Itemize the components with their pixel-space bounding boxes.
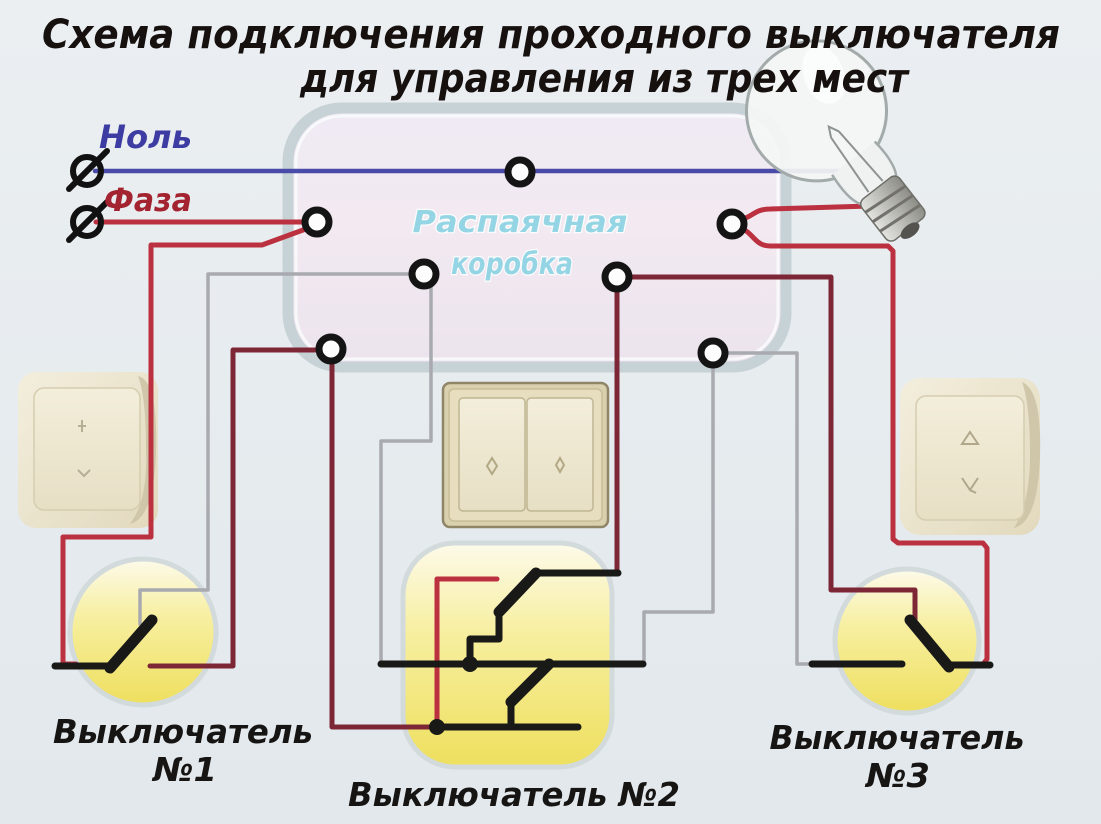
light-bulb-icon xyxy=(745,39,926,242)
wall-switch-3-mark-up xyxy=(960,430,980,445)
gray-wire-terminal7-to-switch3 xyxy=(714,351,817,666)
neutral-origin-circle xyxy=(70,154,104,188)
wall-switch-1 xyxy=(18,372,158,528)
wall-switch-1-rocker xyxy=(33,387,141,511)
junction-box-inner-highlight xyxy=(294,114,780,361)
junction-terminals xyxy=(301,156,748,369)
gray-wire-terminal7-to-switch2 xyxy=(642,354,715,664)
junction-node-dot-1 xyxy=(462,656,478,672)
wall-switch-1-mark-bottom xyxy=(77,469,91,478)
switch2-lower-lever xyxy=(505,658,555,708)
traveler-wires-gray xyxy=(138,272,817,666)
terminal-dot-mid-right xyxy=(601,261,633,293)
terminal-dot-neutral xyxy=(504,156,536,188)
bulb-filament xyxy=(827,124,884,193)
switch3-label-line2: №3 xyxy=(864,756,930,795)
switch3-label-line1: Выключатель xyxy=(770,718,1025,757)
wall-switch-2-rocker-right xyxy=(526,397,594,512)
neutral-origin-slash xyxy=(66,148,110,192)
switch-symbol-3-body xyxy=(832,566,982,716)
page-title-line1: Схема подключения проходного выключателя xyxy=(42,12,1060,58)
junction-node-dots xyxy=(429,656,478,735)
gray-wire-terminal4-to-switch1 xyxy=(138,272,422,626)
wall-switch-3-shadow-edge xyxy=(1014,382,1041,528)
wall-switch-2-mark-right xyxy=(554,455,566,475)
switch2-label: Выключатель №2 xyxy=(348,775,680,814)
maroon-wire-switch1-to-terminal6 xyxy=(147,347,330,669)
switch-labels: Выключатель №1 Выключатель №2 Выключател… xyxy=(53,712,1025,814)
maroon-wire-terminal6-to-switch2 xyxy=(329,350,435,730)
gray-wire-terminal4-to-switch2 xyxy=(379,276,433,664)
maroon-wire-terminal5-to-switch3 xyxy=(616,274,918,622)
phase-wire-switch2-internal xyxy=(434,576,500,725)
page-title-line2: для управления из трех мест xyxy=(299,56,910,102)
neutral-wire-label: Ноль xyxy=(99,118,192,156)
neutral-origin-icon xyxy=(66,148,110,192)
wall-switch-3-rocker xyxy=(915,395,1025,521)
wall-switch-3 xyxy=(900,378,1041,535)
wall-switch-2-mark-left xyxy=(485,456,499,476)
terminal-dot-bottom-right xyxy=(697,337,729,369)
page-title: Схема подключения проходного выключателя… xyxy=(42,12,1060,102)
terminal-dot-mid-left xyxy=(408,258,440,290)
wall-switch-2 xyxy=(441,381,610,529)
wire-origin-symbols xyxy=(66,148,110,243)
phase-wire-label: Фаза xyxy=(104,181,192,219)
switch3-lever xyxy=(904,614,955,673)
bulb-screw-threads xyxy=(864,184,922,233)
switch2-upper-lever xyxy=(493,567,542,618)
wall-switch-2-rocker-left xyxy=(458,397,526,512)
bulb-contact-tip xyxy=(900,222,920,239)
phase-origin-circle xyxy=(70,205,104,239)
junction-box-label: Распаячная коробка xyxy=(411,204,629,284)
wall-switch-1-mark-top xyxy=(78,420,86,432)
junction-box-label-line1: Распаячная xyxy=(413,205,628,240)
switch1-label-line1: Выключатель xyxy=(53,712,313,751)
wall-switch-3-mark-down xyxy=(961,477,979,494)
phase-origin-icon xyxy=(66,199,110,243)
switch-symbol-2-body xyxy=(400,540,615,770)
switch-contact-lines xyxy=(51,567,994,731)
terminal-dot-bottom-left xyxy=(315,333,347,365)
terminal-dot-phase-right xyxy=(716,208,748,240)
terminal-dot-phase-left xyxy=(301,206,333,238)
switch2-upper-stub xyxy=(466,606,503,664)
junction-box: Распаячная коробка xyxy=(282,102,792,373)
bulb-highlight xyxy=(802,45,846,104)
traveler-wires-dark xyxy=(147,274,918,730)
junction-box-label-line2: коробка xyxy=(451,247,573,282)
junction-node-dot-2 xyxy=(429,719,445,735)
phase-origin-slash xyxy=(66,199,110,243)
switch1-label-line2: №1 xyxy=(151,750,217,789)
switch1-lever xyxy=(104,614,158,674)
